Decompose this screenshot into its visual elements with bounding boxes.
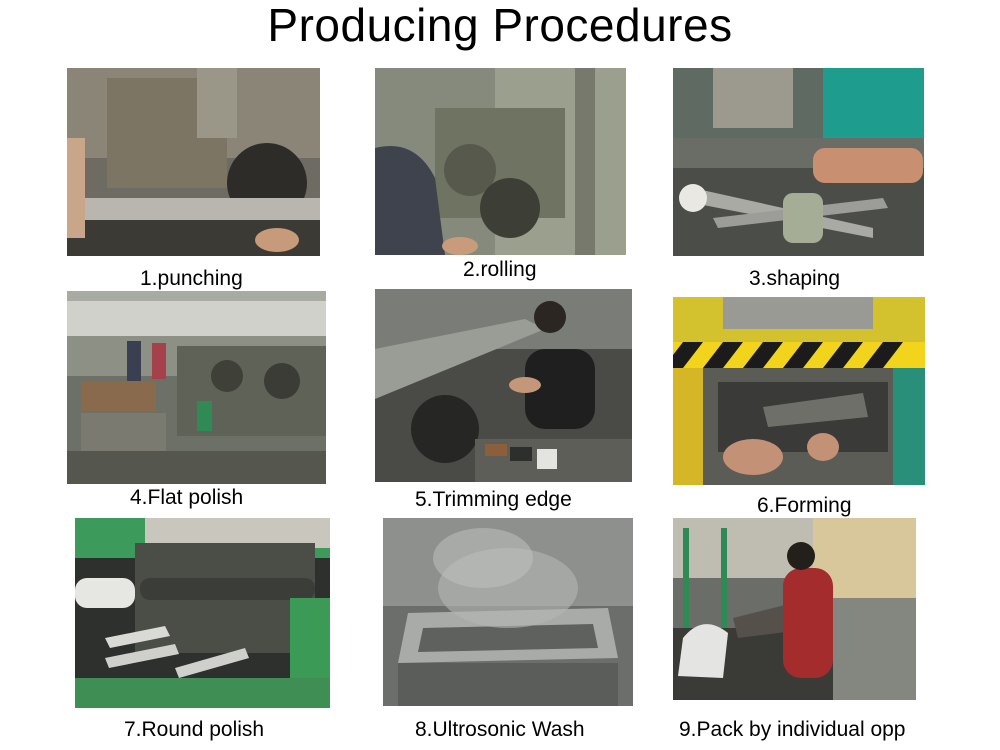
- step-3-label: 3.shaping: [749, 267, 841, 290]
- step-8-label: 8.Ultrosonic Wash: [415, 718, 585, 741]
- step-4-photo: [67, 291, 326, 484]
- step-5-photo: [375, 289, 632, 482]
- step-6-photo: [673, 297, 925, 485]
- step-2-photo: [375, 68, 626, 255]
- step-4-label: 4.Flat polish: [130, 486, 244, 509]
- step-9-label: 9.Pack by individual opp: [679, 718, 906, 741]
- step-1-label: 1.punching: [140, 267, 243, 290]
- step-8-photo: [383, 518, 633, 706]
- step-6-label: 6.Forming: [757, 494, 852, 517]
- step-1-photo: [67, 68, 320, 256]
- step-9-photo: [673, 518, 916, 700]
- page-title: Producing Procedures: [267, 0, 733, 51]
- step-5-label: 5.Trimming edge: [415, 488, 572, 511]
- step-7-label: 7.Round polish: [124, 718, 265, 741]
- step-7-photo: [75, 518, 330, 708]
- step-3-photo: [673, 68, 924, 256]
- step-2-label: 2.rolling: [463, 258, 537, 281]
